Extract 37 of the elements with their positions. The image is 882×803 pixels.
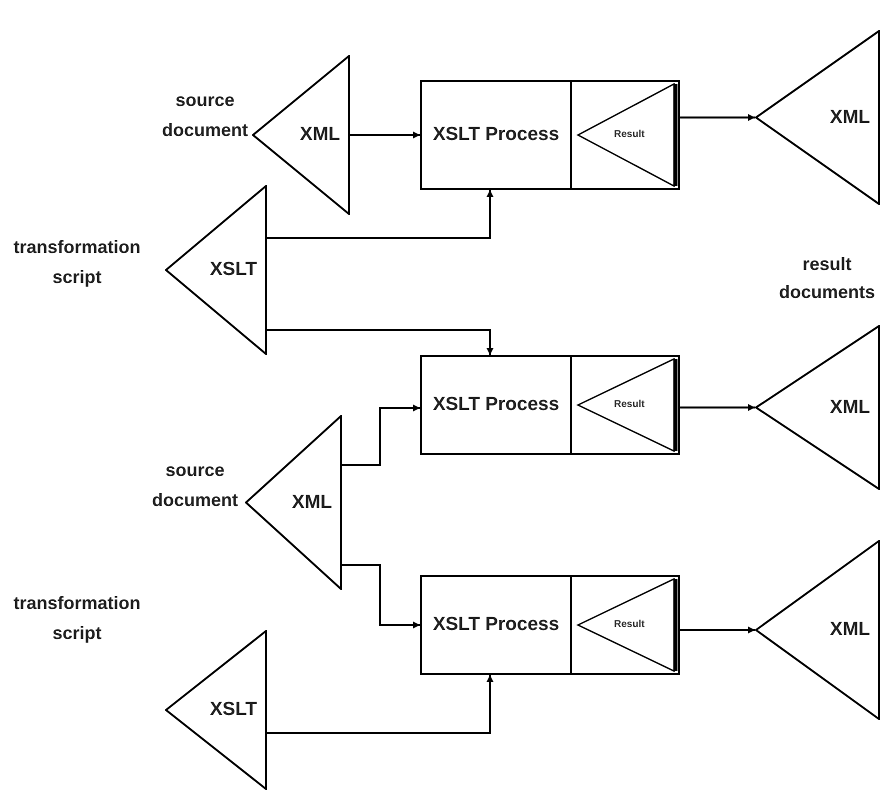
arrow (342, 564, 420, 628)
document-triangle (165, 630, 267, 790)
document-type-label: XML (830, 396, 870, 420)
document-type-label: XSLT (210, 698, 257, 722)
arrow (267, 329, 494, 355)
document-type-label: XML (292, 490, 332, 514)
arrow (680, 404, 755, 411)
arrow (267, 675, 494, 734)
document-triangle (252, 55, 350, 215)
result-label: Result (614, 128, 645, 142)
document-type-label: XML (830, 618, 870, 642)
document-type-label: XSLT (210, 258, 257, 282)
node-caption: transformation script (12, 592, 142, 645)
document-type-label: XML (300, 123, 340, 147)
arrow (680, 626, 755, 634)
group-caption: result documents (778, 253, 876, 304)
document-triangle (165, 185, 267, 355)
arrow (342, 404, 420, 466)
arrow (267, 190, 494, 239)
document-triangle (245, 415, 342, 590)
process-label: XSLT Process (432, 123, 560, 147)
process-box (420, 355, 680, 455)
process-box (420, 575, 680, 675)
node-caption: source document (150, 459, 239, 512)
process-label: XSLT Process (432, 393, 560, 417)
result-label: Result (614, 618, 645, 632)
document-triangle (755, 540, 880, 720)
arrow (680, 114, 755, 121)
document-triangle (755, 325, 880, 490)
arrow (350, 132, 420, 138)
document-type-label: XML (830, 106, 870, 130)
document-triangle (755, 30, 880, 205)
node-caption: transformation script (12, 236, 142, 289)
process-box (420, 80, 680, 190)
node-caption: source document (160, 89, 249, 142)
result-label: Result (614, 398, 645, 412)
process-label: XSLT Process (432, 613, 560, 637)
